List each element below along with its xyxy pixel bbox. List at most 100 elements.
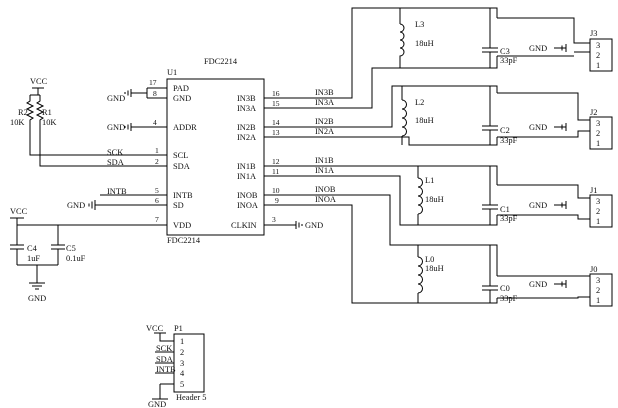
gnd-label-pad: GND <box>107 94 125 103</box>
pin-label-pad: PAD <box>173 84 189 93</box>
net-in2a: IN2A <box>315 127 334 136</box>
gnd-label-sd: GND <box>67 201 85 210</box>
gnd-symbol-addr: GND <box>107 123 147 132</box>
pin-label-in2b: IN2B <box>237 123 256 132</box>
c2-ref: C2 <box>500 126 510 135</box>
pin-num-6: 6 <box>155 196 159 205</box>
pin-label-in3a: IN3A <box>237 104 256 113</box>
left-pin-wires <box>146 87 167 226</box>
l2-ref: L2 <box>415 98 424 107</box>
right-net-labels: IN3B IN3A IN2B IN2A IN1B IN1A INOB INOA <box>315 88 336 204</box>
r2-ref: R2 <box>18 108 28 117</box>
net-in3a: IN3A <box>315 98 334 107</box>
pin-label-inoa: INOA <box>237 201 258 210</box>
header-intb: INTB <box>156 365 176 374</box>
pin-label-addr: ADDR <box>173 123 197 132</box>
j0-pin2: 2 <box>596 286 600 295</box>
l3-value: 18uH <box>415 39 434 48</box>
c0-ref: C0 <box>500 284 510 293</box>
pin-num-13: 13 <box>272 128 280 137</box>
gnd-label-j0: GND <box>529 280 547 289</box>
l3-ref: L3 <box>415 20 424 29</box>
header-pin1: 1 <box>180 337 184 346</box>
pin-label-vdd: VDD <box>173 221 191 230</box>
c4-value: 1uF <box>27 254 40 263</box>
channel-1: L1 18uH C1 33pF GND J1 3 2 1 <box>286 165 613 228</box>
j3-pin2: 2 <box>596 51 600 60</box>
c4-ref: C4 <box>27 244 38 253</box>
pin-label-intb: INTB <box>173 191 193 200</box>
pin-num-3: 3 <box>272 215 276 224</box>
net-sck: SCK <box>107 148 123 157</box>
gnd-symbol-sd: GND <box>67 200 147 210</box>
j2-pin3: 3 <box>596 119 600 128</box>
l1-value: 18uH <box>425 195 444 204</box>
pin-num-17: 17 <box>149 78 157 87</box>
j0-pin3: 3 <box>596 276 600 285</box>
header-sck: SCK <box>156 344 172 353</box>
ic-title: FDC2214 <box>204 57 238 66</box>
l0-value: 18uH <box>425 264 444 273</box>
pin-num-11: 11 <box>272 167 280 176</box>
pin-label-sda: SDA <box>173 162 190 171</box>
net-sda: SDA <box>107 158 124 167</box>
vcc-label-pullup: VCC <box>30 77 48 86</box>
channel-3: L3 18uH C3 33pF GND J3 3 2 1 <box>286 7 613 109</box>
j3-pin1: 1 <box>596 61 600 70</box>
pin-num-9: 9 <box>275 196 279 205</box>
c1-ref: C1 <box>500 205 510 214</box>
gnd-label-supply: GND <box>28 294 46 303</box>
pin-num-16: 16 <box>272 89 280 98</box>
j0-body <box>589 273 613 307</box>
ic-fdc2214: FDC2214 U1 FDC2214 PAD GND ADDR SCL SDA … <box>146 57 286 245</box>
pin-num-5: 5 <box>155 186 159 195</box>
header-pin3: 3 <box>180 359 184 368</box>
net-in3b: IN3B <box>315 88 334 97</box>
c1-value: 33pF <box>500 214 518 223</box>
net-inob: INOB <box>315 185 336 194</box>
c3-value: 33pF <box>500 56 518 65</box>
pin-label-sd: SD <box>173 201 184 210</box>
pin-label-in2a: IN2A <box>237 133 256 142</box>
header-body <box>173 333 205 393</box>
j2-pin2: 2 <box>596 129 600 138</box>
header-pin4: 4 <box>180 369 185 378</box>
ic-body <box>166 78 265 236</box>
pin-num-8: 8 <box>153 89 157 98</box>
l2-value: 18uH <box>415 116 434 125</box>
pin-num-2: 2 <box>155 157 159 166</box>
gnd-label-j3: GND <box>529 44 547 53</box>
pin-num-7: 7 <box>155 215 159 224</box>
pin-label-in1b: IN1B <box>237 162 256 171</box>
net-intb: INTB <box>107 187 127 196</box>
r1-value: 10K <box>42 118 56 127</box>
j2-ref: J2 <box>590 108 597 117</box>
gnd-label-addr: GND <box>107 123 125 132</box>
pin-label-in3b: IN3B <box>237 94 256 103</box>
j0-ref: J0 <box>590 265 597 274</box>
channel-0: L0 18uH C0 33pF GND J0 3 2 1 <box>286 194 613 307</box>
vcc-label-supply: VCC <box>10 207 28 216</box>
gnd-label-j2: GND <box>529 123 547 132</box>
pin-label-inob: INOB <box>237 191 258 200</box>
header-ref: P1 <box>174 324 183 333</box>
header-sda: SDA <box>156 355 173 364</box>
j2-pin1: 1 <box>596 139 600 148</box>
l1-ref: L1 <box>425 176 434 185</box>
j1-pin1: 1 <box>596 217 600 226</box>
supply-decoupling: VCC C4 1uF C5 0.1uF GND <box>10 207 147 303</box>
header-name: Header 5 <box>176 393 206 402</box>
pin-num-12: 12 <box>272 157 280 166</box>
gnd-symbol-clkin: GND <box>286 221 323 230</box>
j1-pin2: 2 <box>596 207 600 216</box>
r2-value: 10K <box>10 118 24 127</box>
ic-part: FDC2214 <box>167 236 201 245</box>
c5-value: 0.1uF <box>66 254 86 263</box>
c3-ref: C3 <box>500 47 510 56</box>
pin-num-14: 14 <box>272 118 280 127</box>
j2-body <box>589 116 613 150</box>
pin-label-gnd: GND <box>173 94 191 103</box>
pin-num-15: 15 <box>272 99 280 108</box>
net-inoa: INOA <box>315 195 336 204</box>
